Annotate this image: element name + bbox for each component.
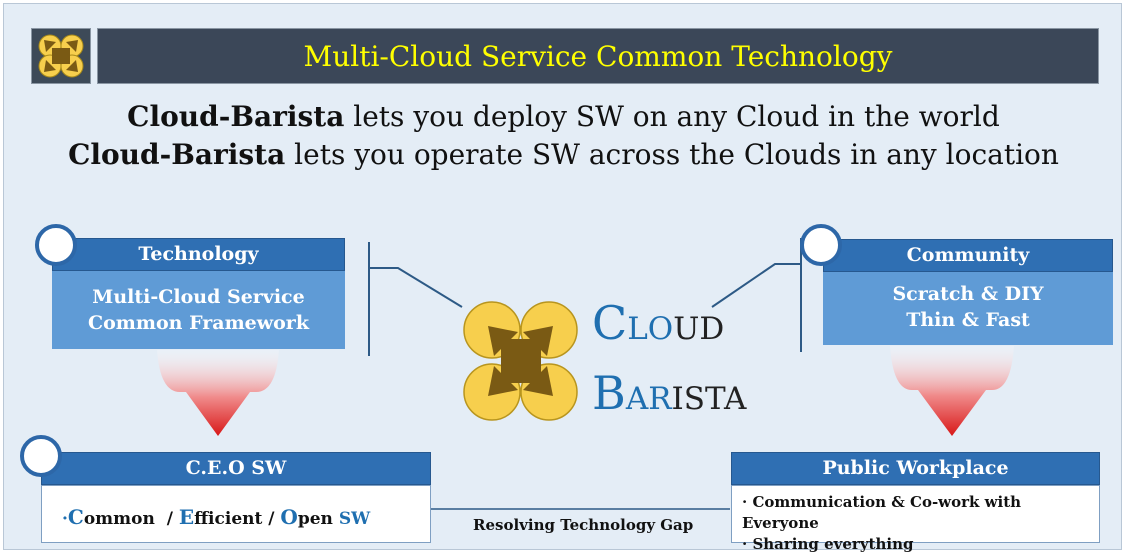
header-logo (31, 28, 91, 84)
page-title: Multi-Cloud Service Common Technology (303, 39, 893, 73)
ceo-sep-2: / (268, 509, 275, 529)
tagline-brand-2: Cloud-Barista (68, 138, 286, 171)
ceo-body: ·Common / Efficient / Open SW (41, 485, 431, 543)
ceo-common: ommon (83, 509, 155, 529)
ceo-heading-box: C.E.O SW (41, 452, 431, 485)
technology-line-2: Common Framework (88, 312, 309, 334)
community-body: Scratch & DIY Thin & Fast (823, 272, 1113, 345)
technology-heading-box: Technology (52, 238, 345, 271)
ceo-heading: C.E.O SW (185, 457, 287, 479)
tagline-line-1: Cloud-Barista lets you deploy SW on any … (0, 100, 1127, 133)
technology-connector-line (369, 267, 463, 308)
ceo-open: pen (297, 509, 333, 529)
brand-barista-ista: ISTA (671, 381, 747, 417)
community-heading: Community (906, 244, 1030, 266)
title-bar: Multi-Cloud Service Common Technology (97, 28, 1099, 84)
community-connector-line (711, 263, 801, 308)
ceo-sep-1: / (166, 509, 173, 529)
tagline-line-2: Cloud-Barista lets you operate SW across… (0, 138, 1127, 171)
ceo-efficient: fficient (194, 509, 263, 529)
connector-label: Resolving Technology Gap (473, 516, 694, 534)
community-line-1: Scratch & DIY (892, 283, 1044, 305)
cloud-barista-icon-small (38, 34, 84, 78)
tagline-text-1: lets you deploy SW on any Cloud in the w… (344, 100, 1000, 133)
brand-cloud-lo: LO (627, 311, 674, 347)
community-line-2: Thin & Fast (906, 309, 1030, 331)
technology-heading: Technology (138, 243, 259, 265)
community-heading-box: Community (823, 239, 1113, 272)
arrow-down-left (157, 350, 279, 436)
ceo-bullet: · (62, 509, 68, 529)
community-circle (800, 224, 842, 266)
ceo-c-letter: C (67, 505, 84, 529)
arrow-down-right (890, 346, 1014, 436)
brand-cloud-c: C (592, 296, 628, 350)
cloud-barista-logo-icon (463, 301, 578, 421)
workplace-heading: Public Workplace (822, 457, 1009, 479)
brand-barista-ar: AR (625, 381, 672, 417)
ceo-o-letter: O (280, 505, 298, 529)
brand-cloud: CLOUD (592, 296, 724, 350)
workplace-item-2: · Sharing everything (742, 535, 914, 553)
technology-line-1: Multi-Cloud Service (92, 286, 305, 308)
technology-body: Multi-Cloud Service Common Framework (52, 271, 345, 349)
technology-circle (35, 224, 77, 266)
brand-barista: BARISTA (592, 366, 746, 420)
ceo-sw: SW (338, 509, 371, 529)
brand-barista-b: B (592, 366, 626, 420)
brand-cloud-ud: UD (673, 311, 725, 347)
ceo-e-letter: E (178, 505, 195, 529)
workplace-heading-box: Public Workplace (731, 452, 1100, 485)
tagline-brand-1: Cloud-Barista (127, 100, 345, 133)
ceo-circle (20, 435, 62, 477)
workplace-body: · Communication & Co-work with Everyone … (731, 485, 1100, 553)
tagline-text-2: lets you operate SW across the Clouds in… (285, 138, 1059, 171)
workplace-item-1: · Communication & Co-work with Everyone (742, 493, 1022, 532)
